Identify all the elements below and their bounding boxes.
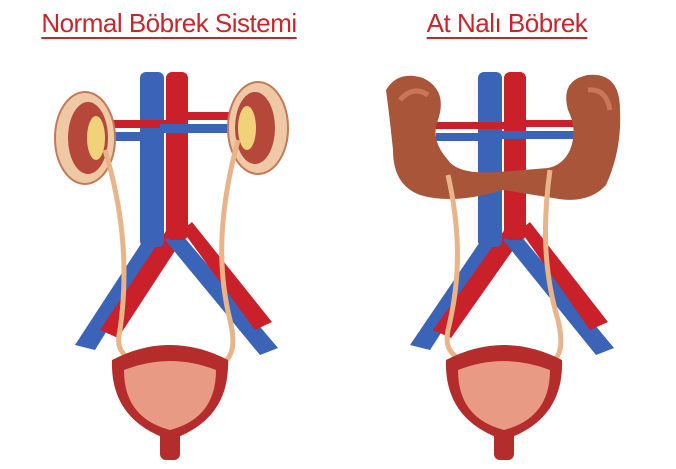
left-renal-vein	[108, 132, 148, 141]
horseshoe-kidney-illustration	[386, 72, 621, 460]
normal-kidney-system-illustration	[54, 72, 289, 460]
horseshoe-kidney-title: At Nalı Böbrek	[426, 8, 588, 38]
right-ureter	[219, 139, 241, 364]
aorta	[504, 72, 526, 240]
bladder	[445, 345, 563, 460]
right-iliac-artery	[182, 222, 272, 330]
aorta	[166, 72, 188, 240]
vena-cava	[140, 72, 164, 247]
left-renal-artery	[105, 120, 175, 128]
vena-cava	[478, 72, 502, 247]
right-renal-artery	[518, 120, 580, 127]
right-iliac-artery	[520, 222, 608, 330]
left-renal-vein	[436, 133, 486, 141]
horseshoe-kidney	[386, 74, 621, 200]
right-renal-vein	[500, 131, 580, 139]
right-ureter	[542, 169, 564, 364]
normal-kidney-panel: Normal Böbrek Sistemi	[41, 8, 297, 460]
right-iliac-vein	[165, 230, 278, 355]
left-iliac-vein	[75, 230, 160, 350]
right-renal-vein	[160, 124, 238, 133]
left-ureter	[444, 174, 462, 362]
left-ureter	[102, 149, 132, 362]
right-kidney	[227, 81, 289, 175]
right-renal-artery	[180, 112, 238, 120]
left-renal-artery	[433, 122, 513, 129]
horseshoe-kidney-panel: At Nalı Böbrek	[338, 0, 676, 469]
left-kidney	[54, 91, 116, 185]
bladder	[111, 345, 229, 460]
normal-kidney-title: Normal Böbrek Sistemi	[41, 8, 297, 38]
